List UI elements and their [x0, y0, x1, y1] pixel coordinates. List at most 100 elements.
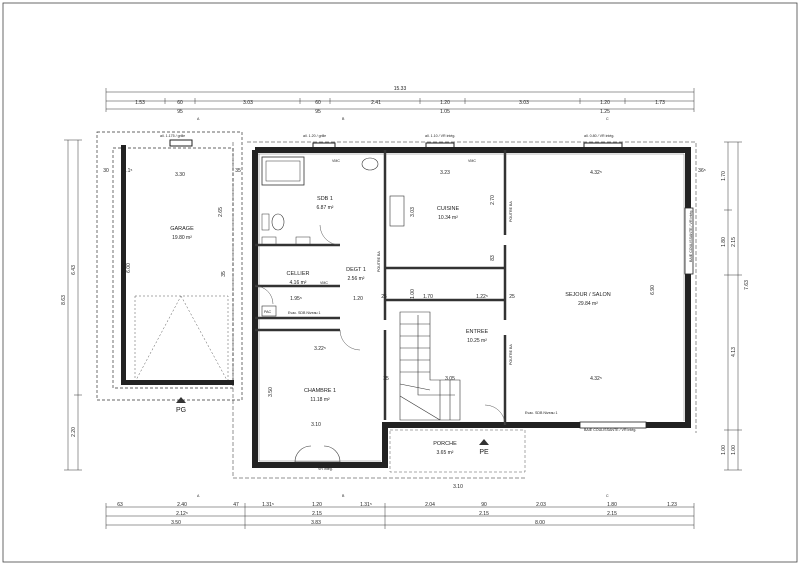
garage-area: 19.80 m² [172, 235, 192, 241]
pg-marker: PG [176, 407, 186, 414]
dim-right-1: 1.70 [721, 171, 727, 181]
evac-cellier-label: Evac. SDB Niveau 1 [288, 311, 321, 315]
sejour-area: 29.84 m² [578, 301, 598, 307]
chambre-area: 11.18 m² [310, 397, 330, 403]
garage-name: GARAGE [170, 226, 194, 232]
section-a-bottom: A [197, 494, 200, 498]
wall-c: 1.00 [410, 289, 416, 299]
dim-top-5: 2.41 [371, 100, 381, 106]
chambre-depth: 3.50 [268, 387, 274, 397]
cuisine-depth: 3.03 [410, 207, 416, 217]
sejour-window-label: all. 0.80 / VR intég. [584, 134, 614, 138]
dim-bot-7: 2.04 [425, 502, 435, 508]
wall-e: 36⁵ [698, 168, 706, 174]
porche-width: 3.10 [453, 484, 463, 490]
garage-depth: 6.00 [126, 263, 132, 273]
chambre-window [294, 445, 341, 463]
left-dimensions [64, 139, 82, 471]
dim-top-9: 1.73 [655, 100, 665, 106]
dim-top-8: 1.20 [600, 100, 610, 106]
chambre-window-label: VR intég. [318, 467, 333, 471]
degt-area: 2.56 m² [348, 276, 365, 282]
dim-top-r2-3: 1.05 [440, 109, 450, 115]
wall-a: 25 [381, 294, 387, 300]
chambre-door-swing [339, 329, 361, 351]
dim-bot-6: 1.31⁵ [360, 502, 372, 508]
dim-bot-3: 47 [233, 502, 239, 508]
section-b-top: B [342, 117, 345, 121]
dim-top-3: 3.03 [243, 100, 253, 106]
section-a-top: A [197, 117, 200, 121]
baie-right [684, 207, 694, 275]
dim-bot-5: 1.20 [312, 502, 322, 508]
baie-bottom [579, 421, 647, 429]
dim-bot-r3-1: 3.50 [171, 520, 181, 526]
porche-outline [389, 429, 526, 473]
dim-top-r2-1: 95 [177, 109, 183, 115]
dim-bot-r3-3: 8.00 [535, 520, 545, 526]
cellier-width: 1.95⁵ [290, 296, 302, 302]
entree-name: ENTREE [466, 329, 489, 335]
dim-top-1: 1.53 [135, 100, 145, 106]
section-b-bottom: B [342, 494, 345, 498]
dim-top-r2-2: 95 [315, 109, 321, 115]
garage-window [169, 139, 193, 147]
dim-bot-r2-1: 2.12⁵ [176, 511, 188, 517]
poutre-sejour: POUTRE BA [509, 344, 513, 365]
cellier-vmc: VMC [320, 281, 328, 285]
baie-right-label: BAIE COULISSANTE / VR intég. [689, 210, 693, 262]
dim-top-r2-4: 1.25 [600, 109, 610, 115]
pac-unit [261, 305, 277, 317]
cuisine-vmc: VMC [468, 159, 476, 163]
garage-width: 3.30 [175, 172, 185, 178]
wall-d: 35 [383, 376, 389, 382]
cuisine-name: CUISINE [437, 206, 460, 212]
dim-top-total: 15.33 [394, 86, 407, 92]
garage-outline [96, 131, 243, 401]
dim-bot-8: 90 [481, 502, 487, 508]
dim-bot-10: 1.80 [607, 502, 617, 508]
toilet [271, 213, 285, 231]
cuisine-width: 3.23 [440, 170, 450, 176]
cuisine-area: 10.34 m² [438, 215, 458, 221]
evac-entree-label: Evac. SDB Niveau 1 [525, 411, 558, 415]
sdb-cabinet-2 [295, 236, 311, 246]
dim-bot-4: 1.31⁵ [262, 502, 274, 508]
sink [361, 157, 379, 171]
interior-partitions [255, 150, 507, 425]
entree-a: 1.70 [423, 294, 433, 300]
garage-r1-dim: 35 [235, 168, 241, 174]
staircase [399, 311, 461, 421]
degt-name: DEGT 1 [346, 267, 366, 273]
section-c-bottom: C [606, 494, 609, 498]
entree-b: 1.22⁵ [476, 294, 488, 300]
sdb-window [312, 142, 336, 150]
dim-top-2: 60 [177, 100, 183, 106]
bathtub-inner [265, 160, 301, 182]
pac-label: PAC [264, 310, 272, 314]
chambre-name: CHAMBRE 1 [304, 388, 336, 394]
entree-width: 3.05 [445, 376, 455, 382]
section-c-top: C [606, 117, 609, 121]
dim-right-3: 2.15 [731, 237, 737, 247]
pg-arrow-icon [176, 397, 186, 403]
sejour-width: 4.32⁵ [590, 170, 602, 176]
dim-left-total: 8.63 [61, 295, 67, 305]
kitchen-sink [389, 195, 405, 227]
sdb-vmc: VMC [332, 159, 340, 163]
entry-door-swing [484, 404, 506, 426]
sejour-depth: 6.90 [650, 285, 656, 295]
garage-r2-dim: 2.65 [218, 207, 224, 217]
cuisine-depth2: 2.70 [490, 195, 496, 205]
dim-bot-r3-2: 3.83 [311, 520, 321, 526]
dim-right-4: 4.13 [731, 347, 737, 357]
chambre-width: 3.22⁵ [314, 346, 326, 352]
sejour-window [583, 142, 623, 150]
dim-bot-1: 63 [117, 502, 123, 508]
garage-walls [121, 145, 234, 385]
entree-area: 10.25 m² [467, 338, 487, 344]
dim-bot-11: 1.23 [667, 502, 677, 508]
sdb-area: 6.87 m² [317, 205, 334, 211]
right-dimensions [724, 141, 742, 471]
